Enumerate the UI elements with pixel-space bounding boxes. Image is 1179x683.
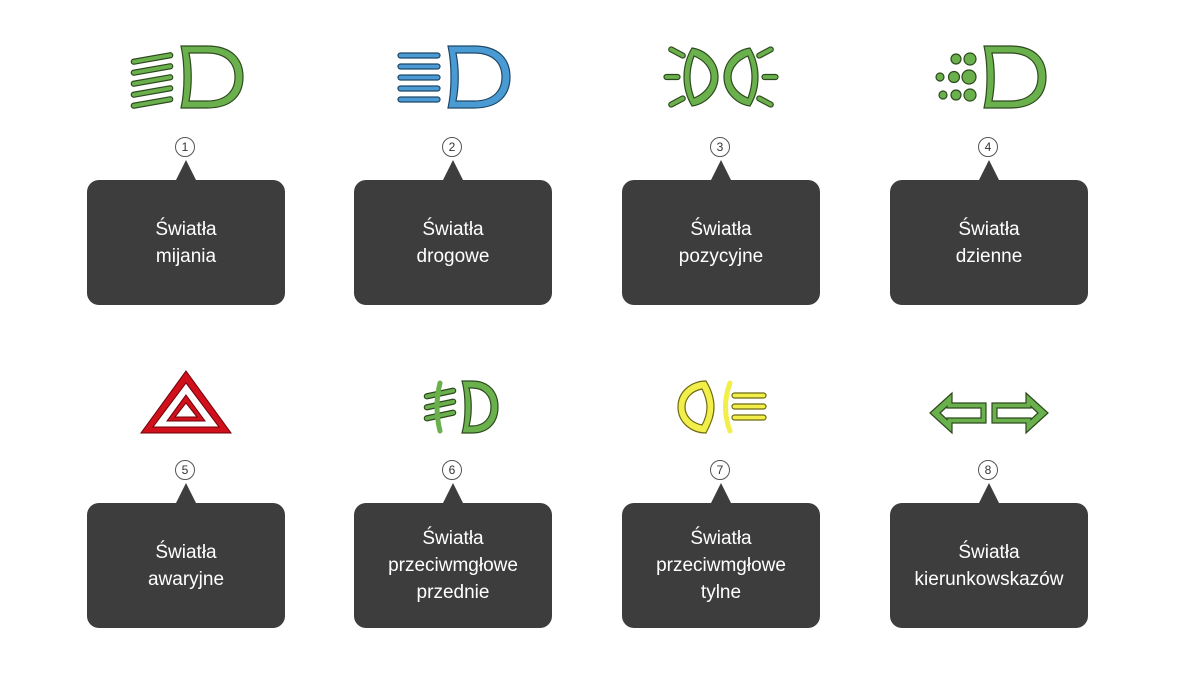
card-line: awaryjne (147, 568, 225, 590)
card-line: Światła (422, 218, 484, 240)
label-card: Światła mijania (87, 180, 285, 305)
card-pointer (176, 160, 196, 180)
card-pointer (443, 483, 463, 503)
light-item-1: 1 Światła mijania (87, 40, 285, 320)
card-line: Światła (958, 218, 1020, 240)
light-item-7: 7 Światła przeciwmgłowe tylne (622, 363, 820, 643)
front-fog-lights-icon (354, 363, 552, 453)
card-line: mijania (155, 245, 217, 267)
item-number: 1 (175, 137, 195, 157)
card-line: pozycyjne (678, 245, 764, 267)
high-beam-icon (354, 40, 552, 130)
card-pointer (979, 160, 999, 180)
item-number: 6 (442, 460, 462, 480)
card-pointer (443, 160, 463, 180)
card-pointer (711, 483, 731, 503)
light-item-6: 6 Światła przeciwmgłowe przednie (354, 363, 552, 643)
card-line: przednie (416, 582, 490, 603)
card-line: drogowe (416, 245, 490, 267)
card-line: Światła (690, 218, 752, 240)
rear-fog-lights-icon (622, 363, 820, 453)
card-line: Światła (958, 541, 1020, 563)
card-line: dzienne (955, 245, 1023, 267)
turn-signals-icon (890, 363, 1088, 453)
daytime-lights-icon (890, 40, 1088, 130)
card-line: Światła (422, 528, 484, 549)
label-card: Światła przeciwmgłowe przednie (354, 503, 552, 628)
item-number: 2 (442, 137, 462, 157)
item-number: 3 (710, 137, 730, 157)
light-item-8: 8 Światła kierunkowskazów (890, 363, 1088, 643)
card-line: kierunkowskazów (914, 568, 1064, 590)
label-card: Światła kierunkowskazów (890, 503, 1088, 628)
card-line: Światła (155, 541, 217, 563)
card-line: Światła (155, 218, 217, 240)
card-line: przeciwmgłowe (388, 555, 518, 576)
label-card: Światła drogowe (354, 180, 552, 305)
low-beam-icon (87, 40, 285, 130)
item-number: 4 (978, 137, 998, 157)
label-card: Światła dzienne (890, 180, 1088, 305)
label-card: Światła pozycyjne (622, 180, 820, 305)
position-lights-icon (622, 40, 820, 130)
card-pointer (176, 483, 196, 503)
light-item-2: 2 Światła drogowe (354, 40, 552, 320)
label-card: Światła przeciwmgłowe tylne (622, 503, 820, 628)
card-pointer (979, 483, 999, 503)
card-line: Światła (690, 528, 752, 549)
card-pointer (711, 160, 731, 180)
item-number: 5 (175, 460, 195, 480)
card-line: przeciwmgłowe (656, 555, 786, 576)
label-card: Światła awaryjne (87, 503, 285, 628)
card-line: tylne (700, 582, 742, 603)
light-item-4: 4 Światła dzienne (890, 40, 1088, 320)
item-number: 8 (978, 460, 998, 480)
light-item-5: 5 Światła awaryjne (87, 363, 285, 643)
hazard-lights-icon (87, 363, 285, 453)
light-item-3: 3 Światła pozycyjne (622, 40, 820, 320)
item-number: 7 (710, 460, 730, 480)
